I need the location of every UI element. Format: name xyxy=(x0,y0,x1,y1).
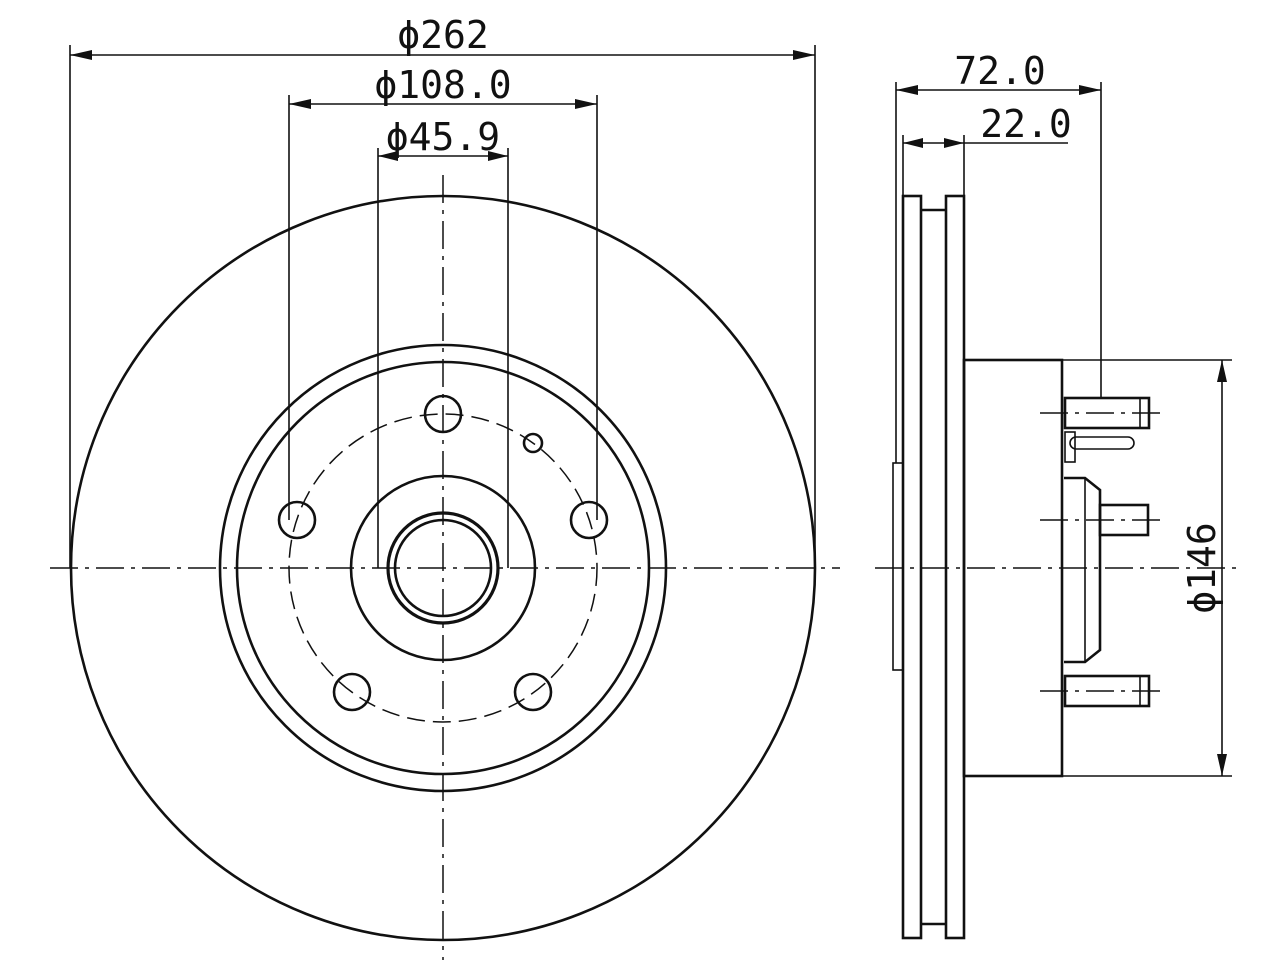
arrow-459-right xyxy=(488,151,508,161)
hub-body xyxy=(962,358,1064,778)
sensor-pin xyxy=(1069,436,1135,450)
label-disc-thickness: 22.0 xyxy=(980,102,1072,146)
arrow-108-right xyxy=(575,99,597,109)
hub-outer xyxy=(349,474,537,662)
center-bore-inner xyxy=(393,518,493,618)
side-view: 72.0 22.0 ϕ146 xyxy=(875,49,1240,940)
bolt-hole-bottom-left xyxy=(332,672,372,712)
locating-hole xyxy=(522,432,544,454)
label-bolt-circle: ϕ108.0 xyxy=(374,63,511,107)
sensor-pin-base xyxy=(1064,431,1076,463)
bolt-circle xyxy=(288,413,598,723)
bolt-hole-bottom-right xyxy=(513,672,553,712)
bolt-hole-right xyxy=(569,500,609,540)
arrow-262-right xyxy=(793,50,815,60)
hat-inner-ring xyxy=(235,360,651,776)
inner-friction-plate xyxy=(944,194,966,940)
arrow-459-left xyxy=(378,151,398,161)
arrow-262-left xyxy=(70,50,92,60)
arrow-22-left xyxy=(903,138,923,148)
outer-friction-plate xyxy=(901,194,923,940)
label-center-bore: ϕ45.9 xyxy=(386,115,500,159)
label-outer-diameter: ϕ262 xyxy=(397,13,489,57)
bolt-hole-top xyxy=(423,394,463,434)
arrow-72-right xyxy=(1079,85,1101,95)
label-total-height: 72.0 xyxy=(954,49,1046,93)
bearing-collar xyxy=(1064,476,1102,664)
label-hub-diameter: ϕ146 xyxy=(1180,522,1224,614)
hub-front-face xyxy=(892,462,904,671)
arrow-108-left xyxy=(289,99,311,109)
center-bore-outer xyxy=(386,511,500,625)
hat-outer-ring xyxy=(218,343,668,793)
bolt-hole-left xyxy=(277,500,317,540)
arrow-72-left xyxy=(896,85,918,95)
arrow-22-right xyxy=(944,138,964,148)
front-view: ϕ262 ϕ108.0 ϕ45.9 xyxy=(50,13,840,960)
arrow-146-bottom xyxy=(1217,754,1227,776)
arrow-146-top xyxy=(1217,360,1227,382)
